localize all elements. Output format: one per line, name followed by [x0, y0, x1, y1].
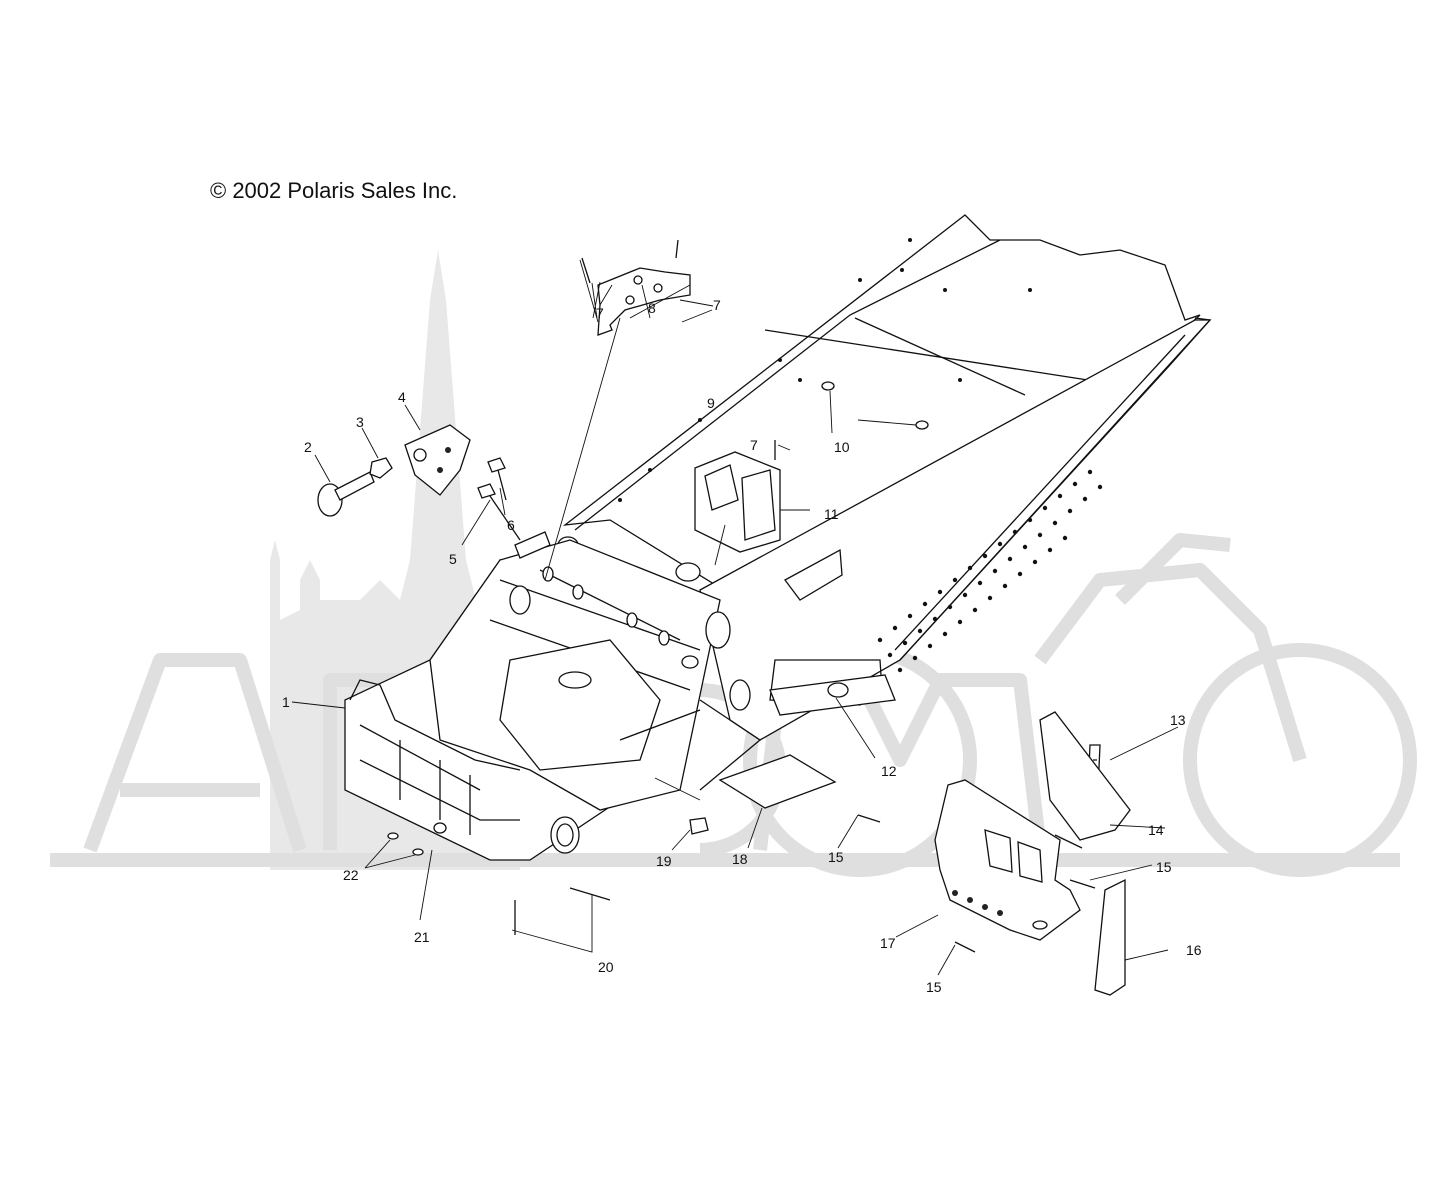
callout-15b: 15: [828, 849, 844, 865]
tunnel-hole: [915, 420, 929, 430]
tunnel-hole: [821, 381, 835, 391]
callout-7b: 7: [713, 297, 721, 313]
part-8-bracket: [581, 239, 691, 336]
callout-22: 22: [343, 867, 359, 883]
callout-6: 6: [507, 517, 515, 533]
leader-lines: [291, 259, 1179, 976]
callout-16: 16: [1186, 942, 1202, 958]
callout-7c: 7: [750, 437, 758, 453]
callout-labels: 1 2 3 4 5 6 7 7 7 8 9 10 11 12 13 14 15 …: [282, 297, 1202, 995]
callout-2: 2: [304, 439, 312, 455]
callout-21: 21: [414, 929, 430, 945]
misc-parts: [387, 754, 837, 935]
part-11-plate: [694, 440, 781, 553]
part-2-knob: [317, 457, 393, 517]
callout-15a: 15: [1156, 859, 1172, 875]
callout-19: 19: [656, 853, 672, 869]
callout-5: 5: [449, 551, 457, 567]
callout-17: 17: [880, 935, 896, 951]
callout-12: 12: [881, 763, 897, 779]
rear-assembly: [857, 711, 1131, 996]
part-4-bracket: [404, 424, 471, 496]
callout-18: 18: [732, 851, 748, 867]
callout-20: 20: [598, 959, 614, 975]
callout-7a: 7: [596, 305, 604, 321]
callout-13: 13: [1170, 712, 1186, 728]
callout-14: 14: [1148, 822, 1164, 838]
callout-11: 11: [824, 506, 839, 522]
side-panel-perforations: [618, 238, 1103, 673]
copyright-notice: © 2002 Polaris Sales Inc.: [210, 178, 458, 203]
callout-4: 4: [398, 389, 406, 405]
callout-15c: 15: [926, 979, 942, 995]
callout-10: 10: [834, 439, 850, 455]
callout-9: 9: [707, 395, 715, 411]
callout-1: 1: [282, 694, 290, 710]
front-bulkhead: [344, 539, 762, 861]
rivets-row: [539, 566, 681, 646]
parts-5-6-bolts: [477, 457, 551, 559]
callout-3: 3: [356, 414, 364, 430]
callout-8: 8: [648, 300, 656, 316]
